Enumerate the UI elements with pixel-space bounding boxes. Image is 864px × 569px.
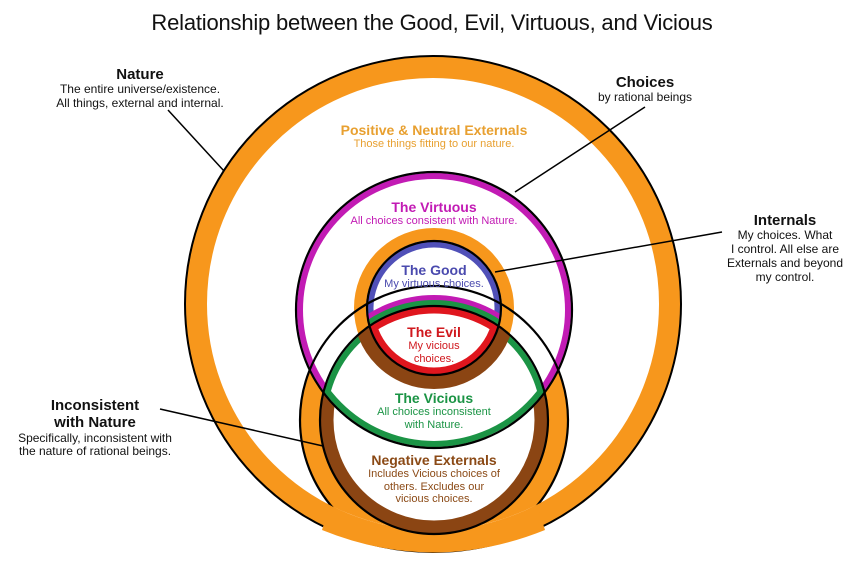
choices-desc: by rational beings (597, 90, 693, 105)
internals-desc-1: My choices. What (737, 228, 833, 243)
good-label: The Good My virtuous choices. (364, 262, 504, 291)
evil-label: The Evil My vicious choices. (384, 324, 484, 365)
positive-externals-label: Positive & Neutral Externals Those thing… (300, 122, 568, 151)
negative-externals-heading: Negative Externals (371, 452, 497, 468)
nature-desc-2: All things, external and internal. (56, 96, 224, 111)
evil-desc-1: My vicious (408, 340, 460, 353)
choices-outline (294, 170, 574, 450)
lower-outline (318, 304, 550, 536)
internals-desc-3: Externals and beyond (726, 255, 844, 270)
internals-outline (365, 239, 503, 377)
internals-callout: Internals My choices. What I control. Al… (715, 212, 855, 284)
vicious-desc-2: with Nature. (404, 418, 464, 431)
positive-externals-heading: Positive & Neutral Externals (340, 122, 528, 138)
virtuous-label: The Virtuous All choices consistent with… (320, 199, 548, 228)
nature-desc-1: The entire universe/existence. (59, 82, 221, 97)
choices-callout: Choices by rational beings (570, 74, 720, 105)
inconsistent-desc-2: the nature of rational beings. (18, 444, 172, 459)
nature-heading: Nature (116, 66, 164, 83)
inconsistent-heading-1: Inconsistent (50, 397, 140, 414)
virtuous-desc: All choices consistent with Nature. (350, 215, 518, 228)
vicious-heading: The Vicious (394, 390, 474, 406)
orange-merge (322, 505, 545, 553)
choices-leader-line (514, 106, 646, 193)
internals-heading: Internals (753, 212, 817, 229)
vicious-label: The Vicious All choices inconsistent wit… (354, 390, 514, 431)
inconsistent-heading-2: with Nature (54, 414, 136, 432)
diagram-title: Relationship between the Good, Evil, Vir… (151, 10, 713, 35)
negative-externals-label: Negative Externals Includes Vicious choi… (354, 452, 514, 506)
choices-heading: Choices (615, 74, 675, 91)
virtuous-heading: The Virtuous (391, 199, 477, 215)
good-heading: The Good (401, 262, 467, 278)
internals-desc-2: I control. All else are (730, 242, 840, 257)
inconsistent-desc-1: Specifically, inconsistent with (18, 430, 172, 445)
good-desc: My virtuous choices. (384, 278, 484, 291)
positive-externals-desc: Those things fitting to our nature. (353, 138, 515, 151)
inconsistent-callout: Inconsistent with Nature Specifically, i… (5, 397, 185, 459)
evil-heading: The Evil (407, 324, 461, 340)
vicious-desc-1: All choices inconsistent (377, 406, 491, 419)
internals-leader-line (494, 231, 723, 273)
evil-desc-2: choices. (413, 352, 455, 365)
nature-leader-line (167, 109, 225, 172)
negative-externals-desc-3: vicious choices. (395, 493, 473, 506)
nature-callout: Nature The entire universe/existence. Al… (40, 66, 240, 111)
lower-outer-outline (298, 284, 570, 530)
inconsistent-leader-line (159, 408, 324, 447)
internals-desc-4: my control. (755, 269, 815, 284)
negative-externals-desc-1: Includes Vicious choices of (368, 468, 500, 481)
negative-externals-desc-2: others. Excludes our (383, 480, 485, 493)
